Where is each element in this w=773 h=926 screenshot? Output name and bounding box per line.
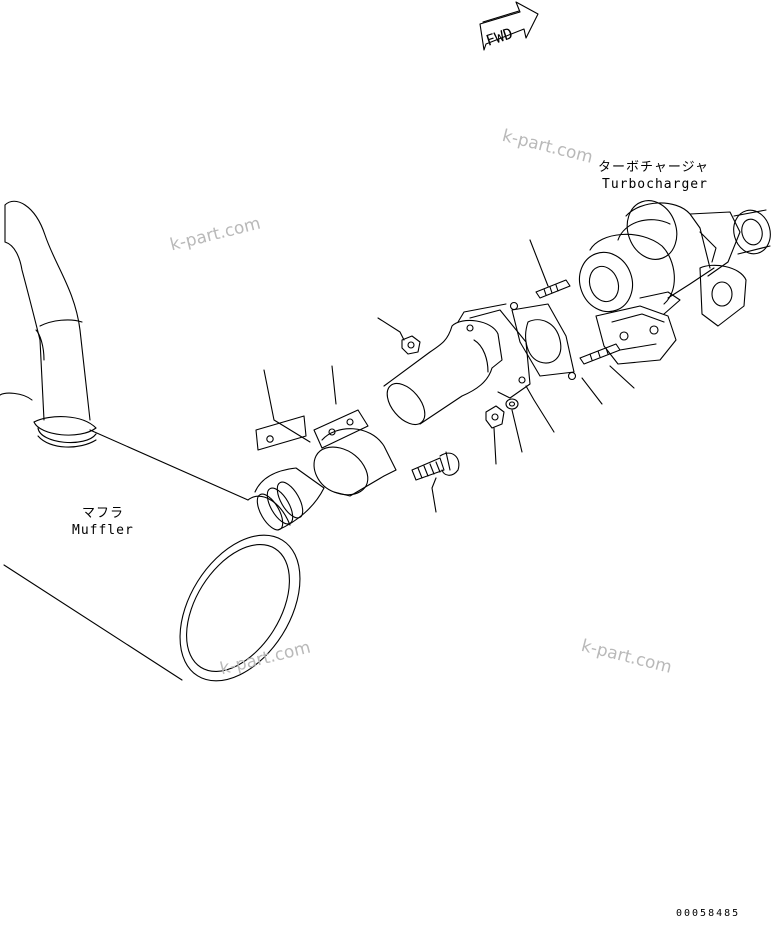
hex-nut-upper bbox=[401, 335, 421, 355]
turbocharger-label-jp: ターボチャージャ bbox=[598, 160, 709, 175]
document-number: 00058485 bbox=[676, 908, 741, 919]
fwd-arrow-label: FWD bbox=[484, 24, 515, 49]
turbocharger bbox=[578, 200, 771, 365]
leader-lines bbox=[263, 239, 715, 513]
stud-upper bbox=[535, 279, 571, 299]
fwd-arrow-icon: FWD bbox=[479, 1, 539, 51]
turbocharger-label-en: Turbocharger bbox=[602, 177, 708, 192]
bracket-plate bbox=[255, 415, 307, 451]
exhaust-elbow-pipe bbox=[383, 303, 531, 426]
muffler-inlet-pipe bbox=[254, 467, 325, 531]
muffler-label-jp: マフラ bbox=[82, 506, 125, 521]
muffler-body bbox=[0, 392, 301, 682]
muffler-tailpipe bbox=[4, 200, 97, 448]
washer bbox=[505, 398, 519, 410]
gasket bbox=[509, 301, 577, 381]
bolt bbox=[411, 451, 460, 481]
hex-nut-lower bbox=[485, 405, 505, 429]
muffler-label-en: Muffler bbox=[72, 523, 134, 538]
stud-lower bbox=[579, 343, 621, 365]
exhaust-clamp bbox=[313, 409, 397, 497]
